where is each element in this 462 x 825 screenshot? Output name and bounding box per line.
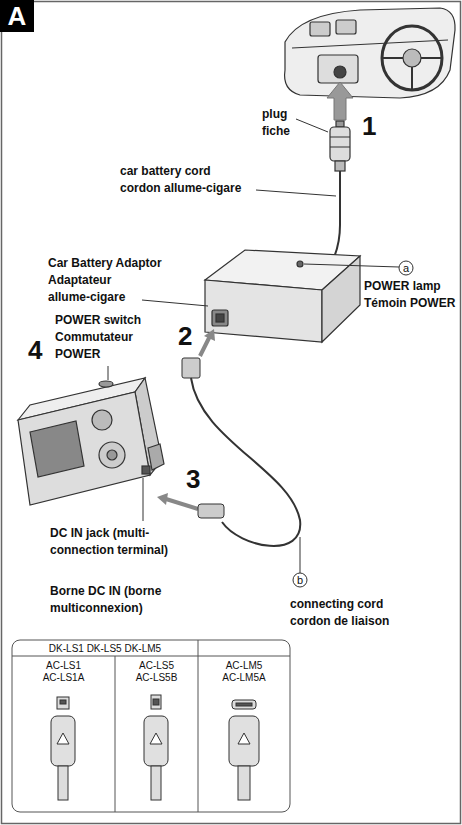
table-cell: AC-LS5 (115, 660, 198, 672)
step-number: 1 (362, 112, 376, 140)
part-label: Adaptateur allume-cigare (48, 272, 153, 306)
part-label: POWER switch (55, 312, 141, 329)
car-battery-adaptor (205, 250, 360, 342)
part-label: POWER lamp (364, 278, 441, 295)
camera-plug (198, 504, 224, 518)
part-label: Témoin POWER (364, 295, 455, 312)
leader-line (300, 537, 301, 573)
badge-letter: A (0, 0, 34, 32)
table-cell: AC-LM5 (198, 660, 290, 672)
table-cell: AC-LS1 (12, 660, 115, 672)
part-label: plug (262, 106, 287, 123)
leader-line (108, 366, 109, 380)
step-number: 3 (186, 465, 200, 493)
cigarette-plug (330, 121, 350, 171)
table-cell: AC-LM5A (198, 672, 290, 684)
car-dashboard (285, 8, 455, 98)
connecting-cord (191, 378, 300, 546)
leader-line (296, 119, 328, 132)
section-badge: A (0, 0, 34, 32)
part-label: car battery cord (120, 163, 211, 180)
part-label: Borne DC IN (borne multiconnexion) (50, 583, 218, 617)
callout-circle (399, 261, 413, 275)
part-label: cordon de liaison (290, 613, 389, 630)
part-label: cordon allume-cigare (120, 180, 241, 197)
insert-arrow (327, 82, 353, 120)
leader-line (256, 190, 336, 196)
insert-arrow-head (204, 329, 215, 341)
part-label: Commutateur POWER (55, 329, 150, 363)
step-number: 2 (178, 322, 192, 350)
part-label: DC IN jack (multi-connection terminal) (50, 525, 175, 559)
part-label: Car Battery Adaptor (48, 255, 162, 272)
callout-letter: a (399, 261, 413, 275)
table-header: DK-LS1 DK-LS5 DK-LM5 (12, 643, 198, 655)
table-cell: AC-LS5B (115, 672, 198, 684)
insert-arrow-head (157, 493, 168, 505)
callout-letter: b (293, 573, 307, 587)
table-cell: AC-LS1A (12, 672, 115, 684)
leader-line (142, 300, 208, 306)
plug-icons (51, 695, 259, 800)
insert-arrow (200, 336, 210, 356)
camera (18, 378, 164, 505)
leader-line (143, 478, 144, 521)
car-battery-cord (332, 171, 340, 262)
insert-arrow (166, 499, 198, 509)
part-label: fiche (262, 123, 290, 140)
plug-table (12, 640, 290, 812)
callout-circle (293, 573, 307, 587)
step-number: 4 (28, 336, 42, 364)
leader-line (304, 264, 399, 267)
part-label: connecting cord (290, 596, 383, 613)
cord-connector (182, 358, 200, 378)
